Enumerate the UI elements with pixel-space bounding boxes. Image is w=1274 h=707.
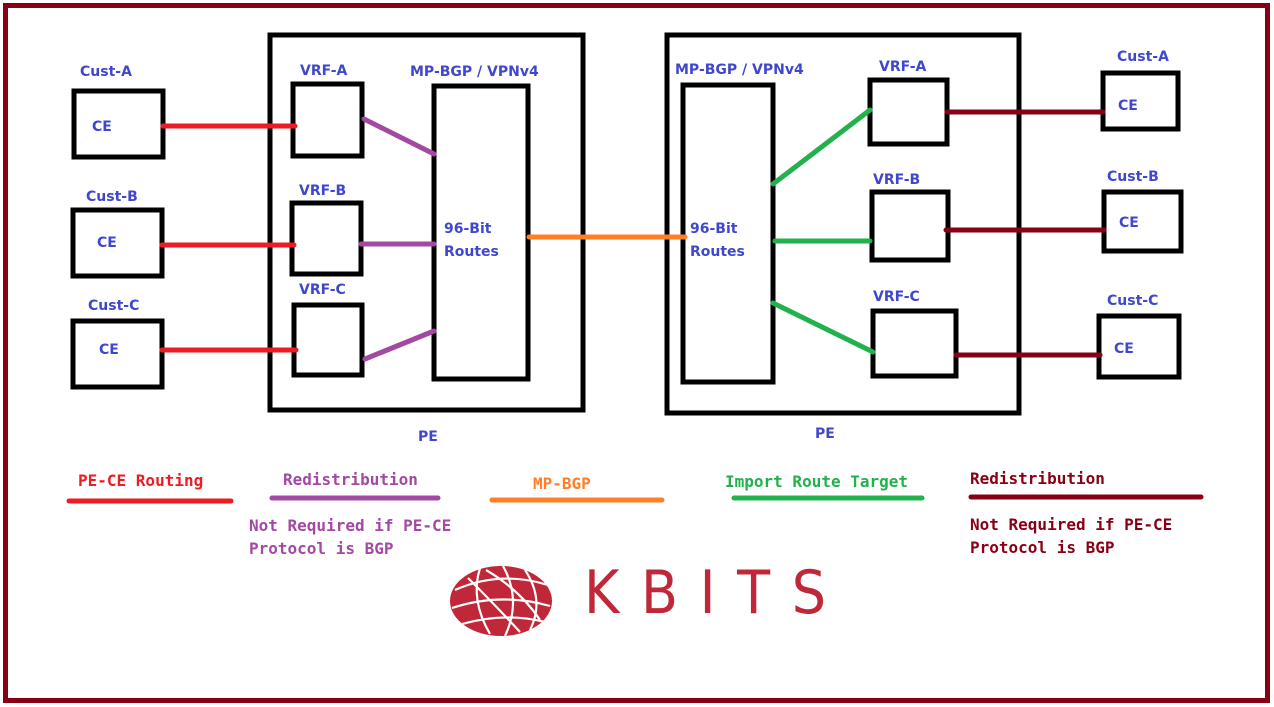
left-vrf-c-label: VRF-C	[299, 282, 346, 298]
left-pe-label: PE	[418, 429, 438, 445]
right-core-box	[680, 82, 776, 385]
left-core-title: MP-BGP / VPNv4	[410, 64, 539, 80]
right-vrf-b-label: VRF-B	[873, 172, 921, 188]
legend-label-import-route-target: Import Route Target	[725, 472, 909, 491]
left-core-box	[431, 83, 531, 382]
legend-label-redistribution-right: Redistribution	[970, 469, 1105, 488]
left-core-text-line2: Routes	[444, 244, 499, 260]
legend-note-left-line2: Protocol is BGP	[249, 539, 394, 558]
left-vrf-box-b	[289, 200, 364, 277]
globe-icon	[450, 565, 552, 637]
legend-note-right-line1: Not Required if PE-CE	[970, 515, 1173, 534]
right-core-title: MP-BGP / VPNv4	[675, 62, 804, 78]
right-ce-box-b	[1101, 189, 1184, 254]
left-vrf-b-label: VRF-B	[299, 183, 347, 199]
right-cust-a-label: Cust-A	[1117, 49, 1169, 65]
legend-label-redistribution-left: Redistribution	[283, 470, 418, 489]
import-rt-link-c	[770, 300, 876, 355]
legend-note-left-line1: Not Required if PE-CE	[249, 516, 452, 535]
right-core-text-line2: Routes	[690, 244, 745, 260]
left-ce-box-c	[70, 318, 165, 390]
left-vrf-a-label: VRF-A	[300, 63, 348, 79]
logo-text: KBITS	[584, 558, 848, 628]
outer-frame	[3, 3, 1270, 703]
redistribution-link-c-left	[362, 328, 437, 362]
right-vrf-box-a	[867, 77, 950, 147]
right-vrf-c-label: VRF-C	[873, 289, 920, 305]
right-pe-box	[664, 32, 1022, 416]
left-vrf-box-a	[290, 81, 365, 159]
right-ce-box-c	[1096, 313, 1182, 380]
right-vrf-box-c	[870, 308, 959, 379]
right-pe-label: PE	[815, 426, 835, 442]
right-core-text-line1: 96-Bit	[690, 221, 738, 237]
right-ce-box-a	[1100, 70, 1181, 132]
right-vrf-a-label: VRF-A	[879, 59, 927, 75]
right-vrf-box-b	[869, 189, 951, 263]
right-cust-c-label: Cust-C	[1107, 293, 1159, 309]
left-ce-box-a	[71, 88, 166, 160]
right-cust-b-label: Cust-B	[1107, 169, 1159, 185]
redistribution-link-a-left	[361, 116, 437, 157]
left-cust-b-label: Cust-B	[86, 189, 138, 205]
left-core-text-line1: 96-Bit	[444, 221, 492, 237]
left-ce-box-b	[70, 207, 165, 279]
left-vrf-box-c	[291, 302, 365, 378]
right-ce-c-label: CE	[1114, 341, 1134, 357]
legend-label-pe-ce-routing: PE-CE Routing	[78, 471, 204, 490]
right-ce-b-label: CE	[1119, 215, 1139, 231]
left-pe-box	[267, 32, 586, 413]
left-ce-b-label: CE	[97, 235, 117, 251]
legend-note-right-line2: Protocol is BGP	[970, 538, 1115, 557]
import-rt-link-a	[770, 107, 873, 187]
left-ce-c-label: CE	[99, 342, 119, 358]
left-cust-c-label: Cust-C	[88, 298, 140, 314]
left-ce-a-label: CE	[92, 119, 112, 135]
legend-label-mp-bgp: MP-BGP	[533, 474, 591, 493]
right-ce-a-label: CE	[1118, 98, 1138, 114]
left-cust-a-label: Cust-A	[80, 64, 132, 80]
